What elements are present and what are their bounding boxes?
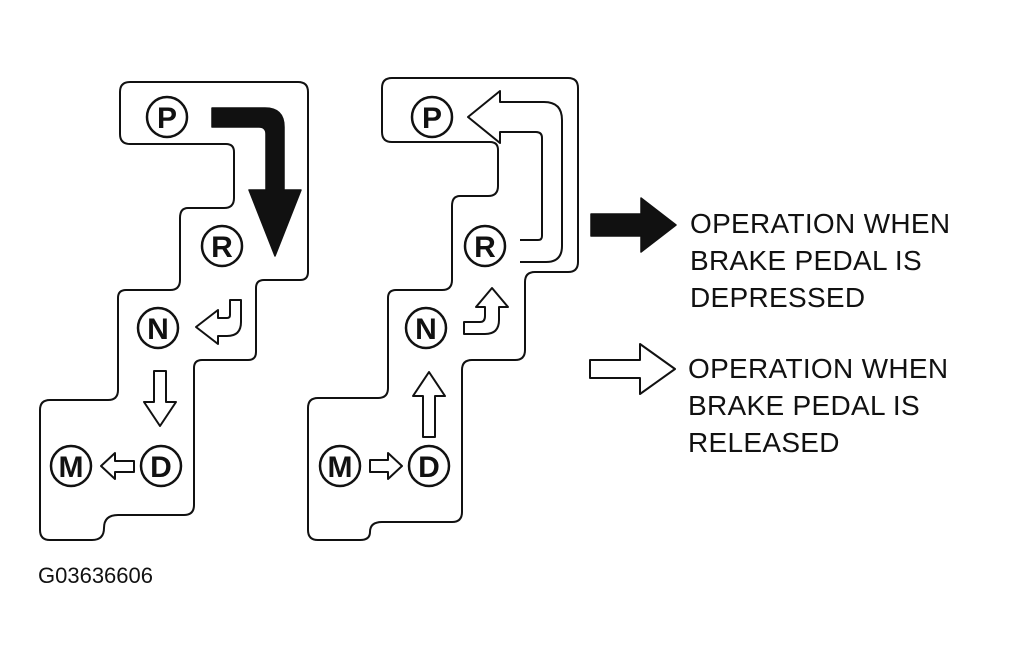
svg-text:M: M: [59, 451, 84, 484]
svg-text:P: P: [157, 102, 177, 135]
legend-depressed-line-1: OPERATION WHEN: [690, 208, 951, 239]
svg-text:P: P: [422, 102, 442, 135]
legend-depressed-line-2: BRAKE PEDAL IS: [690, 245, 922, 276]
hollow-arrow-r-to-p: [467, 90, 563, 263]
gear-position-r: R: [200, 224, 244, 268]
gear-position-n: N: [404, 306, 448, 350]
svg-text:R: R: [474, 231, 496, 264]
gear-position-m: M: [49, 444, 93, 488]
hollow-arrow-d-to-m: [100, 452, 135, 480]
gear-position-p: P: [410, 95, 454, 139]
svg-text:D: D: [150, 451, 172, 484]
figure-id: G03636606: [38, 563, 153, 588]
gate-brake-depressed: P R N D M: [39, 81, 309, 541]
gate-outline-left: [39, 81, 309, 541]
gear-position-p: P: [145, 95, 189, 139]
svg-text:N: N: [415, 313, 437, 346]
solid-arrow-p-to-r: [211, 107, 302, 257]
gate-brake-released: P R N D M: [307, 77, 579, 541]
legend-depressed-line-3: DEPRESSED: [690, 282, 866, 313]
gate-outline-right: [307, 77, 579, 541]
gear-position-r: R: [463, 224, 507, 268]
legend-released-text: OPERATION WHEN BRAKE PEDAL IS RELEASED: [688, 350, 948, 461]
hollow-arrow-d-to-n: [412, 371, 446, 438]
legend-released-line-1: OPERATION WHEN: [688, 353, 949, 384]
hollow-arrow-n-to-d: [143, 370, 177, 427]
svg-text:D: D: [418, 451, 440, 484]
gear-position-d: D: [139, 444, 183, 488]
svg-text:N: N: [147, 313, 169, 346]
gear-position-n: N: [136, 306, 180, 350]
legend-depressed-text: OPERATION WHEN BRAKE PEDAL IS DEPRESSED: [690, 205, 950, 316]
legend-released-line-3: RELEASED: [688, 427, 840, 458]
gear-position-d: D: [407, 444, 451, 488]
gear-position-m: M: [318, 444, 362, 488]
hollow-arrow-m-to-d: [369, 452, 403, 480]
hollow-arrow-icon: [589, 343, 676, 395]
svg-text:R: R: [211, 231, 233, 264]
svg-text:M: M: [328, 451, 353, 484]
solid-arrow-icon: [590, 197, 677, 253]
hollow-arrow-n-to-r: [463, 287, 509, 335]
legend-released-line-2: BRAKE PEDAL IS: [688, 390, 920, 421]
hollow-arrow-r-to-n: [195, 299, 242, 345]
